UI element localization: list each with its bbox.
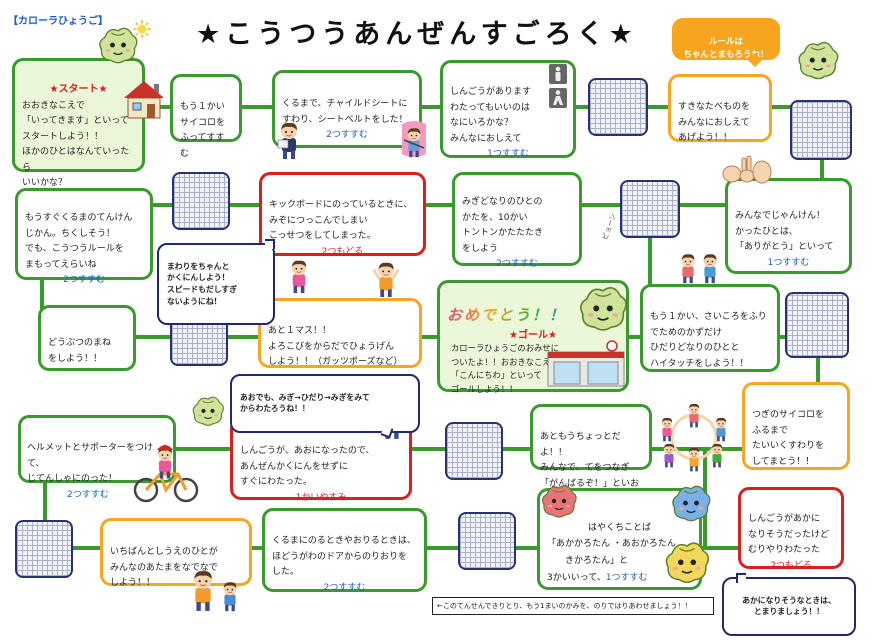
goal-text: カローラひょうごのおみせに ついたよ！！おおきなこえで、 「こんにちわ」といって…	[451, 343, 567, 394]
child-seat-icon	[402, 121, 426, 158]
mascot-icon	[576, 278, 630, 336]
square-text: つぎのサイコロを ふるまで たいいくすわりを してまとう！！	[752, 410, 825, 467]
man-reading-illustration	[277, 120, 305, 160]
square-text: くるまで、チャイルドシートに すわり、シートベルトをした！	[282, 99, 408, 125]
square-action: 2つすすむ	[323, 582, 366, 593]
square-goal: おめでとう！！★ゴール★カローラひょうごのおみせに ついたよ！！おおきなこえで、…	[437, 280, 629, 394]
square-text: キックボードにのっているときに、 みぞにつっこんでしまい こっせつをしてしまった…	[269, 200, 413, 242]
kids-high-five-illustration	[681, 253, 717, 284]
mascot-icon	[190, 392, 226, 428]
square-high-five: もう１かい、さいころをふり でためのかずだけ ひだりどなりのひとと ハイタッチを…	[640, 284, 780, 372]
square-action: 2つすすむ	[326, 130, 368, 141]
stop-red-bubble-text: あかになりそうなときは、 とまりましょう！！	[742, 595, 836, 617]
mascot-blue-icon	[668, 480, 714, 524]
stop-red-speech-bubble: あかになりそうなときは、 とまりましょう！！	[722, 573, 856, 636]
square-text: しんごうがあります わたってもいいのは なにいろかな？ みんなにおしえて	[450, 87, 532, 144]
store-icon	[547, 340, 625, 387]
square-text: もう１かい サイコロを ふってすすむ	[180, 102, 226, 159]
square-action: 1かいやすみ	[295, 492, 347, 503]
square-one-more: あと１マス！！ よろこびをからだでひょうげん しよう！！（ガッツポーズなど）	[258, 298, 422, 368]
mascot-red-icon	[538, 480, 580, 520]
square-action: 2つもどる	[770, 560, 812, 571]
speed-bubble-text: まわりをちゃんと かくにんしよう！ スピードもだしすぎ ないようにね！	[167, 261, 238, 306]
girl-illustration	[284, 258, 314, 294]
square-head-pat: いちばんとしうえのひとが みんなのあたまをなでなで しよう！！	[100, 518, 252, 589]
blank-square	[620, 180, 680, 238]
bubble-tail	[265, 239, 275, 249]
parent-child-illustration	[193, 570, 237, 612]
square-action: 2つすすむ	[496, 259, 538, 270]
pedestrian-signal-walk-icon	[549, 88, 567, 108]
blank-square	[172, 172, 230, 230]
square-action: 2つすすむ	[67, 489, 109, 500]
square-action: 1つすすむ	[487, 149, 529, 160]
mascot-icon	[96, 22, 140, 66]
blank-square	[458, 512, 516, 570]
square-text: しんごうが、あおになったので、 あんぜんかくにんをせずに すぐにわたった。	[240, 446, 375, 488]
blank-square	[445, 422, 503, 480]
goal-congrats: おめでとう！！	[447, 303, 619, 329]
sun-icon	[133, 20, 151, 38]
square-roll-again: もう１かい サイコロを ふってすすむ	[170, 74, 242, 159]
blank-square	[588, 78, 648, 136]
bubble-tail	[736, 573, 746, 583]
square-inspection: もうすぐくるまのてんけん じかん。ちくしそう！ でも、こうつうルールを まもって…	[15, 188, 153, 285]
square-car-door: くるまにのるときやおりるときは、 ほどうがわのドアからのりおりを した。 2つすす…	[262, 508, 427, 593]
boy-cheering-illustration	[372, 260, 400, 298]
kids-circle-illustration	[661, 403, 727, 472]
page-title: ★こうつうあんぜんすごろく★	[196, 19, 638, 50]
square-text: もう１かい、さいころをふり でためのかずだけ ひだりどなりのひとと ハイタッチを…	[650, 312, 767, 369]
square-sit-wait: つぎのサイコロを ふるまで たいいくすわりを してまとう！！	[742, 382, 850, 470]
mascot-icon	[792, 36, 844, 82]
square-hold-hands: あともうちょっとだよ！！ みんなで、てをつなぎ 「がんばるぞ！」といおう	[530, 404, 652, 504]
rock-paper-scissors-icon	[722, 155, 772, 184]
square-favorite-food: すきなたべものを みんなにおしえて あげよう！！	[668, 74, 772, 144]
pedestrian-signal-stop-icon	[549, 64, 567, 84]
square-shoulder-tap: みぎどなりのひとの かたを、10かい トントンかたたたき をしよう 2つすすむ	[452, 172, 582, 269]
square-text: みぎどなりのひとの かたを、10かい トントンかたたたき をしよう	[462, 197, 544, 254]
square-text: みんなでじゃんけん！ かったひとは、 「ありがとう」といって	[735, 211, 834, 253]
rule-speech-bubble: ルールは ちゃんとまもろうね！	[672, 18, 780, 68]
look-both-ways-speech-bubble: あおでも、みぎ→ひだり→みぎをみて からわたろうね！！	[230, 374, 420, 439]
square-text: あと１マス！！ よろこびをからだでひょうげん しよう！！（ガッツポーズなど）	[268, 326, 403, 368]
start-text: おおきなこえで 「いってきます」といって スタートしよう！！ ほかのひとはなんて…	[22, 100, 130, 188]
square-action: 2つすすむ	[63, 275, 105, 286]
blank-square	[790, 100, 852, 160]
square-action: 1つすすむ	[605, 572, 648, 583]
house-icon	[124, 81, 164, 119]
square-text: 「あかかろたん ・あおかろたん きかろたん」と 3かいいって、	[547, 539, 676, 583]
rule-bubble-text: ルールは ちゃんとまもろうね！	[683, 36, 769, 60]
tongue-twister-heading: はやくちことば	[587, 522, 651, 533]
goal-heading: ★ゴール★	[509, 330, 557, 342]
square-start: ★スタート★ おおきなこえで 「いってきます」といって スタートしよう！！ ほかの…	[12, 58, 145, 188]
square-text: もうすぐくるまのてんけん じかん。ちくしそう！ でも、こうつうルールを まもって…	[25, 213, 133, 270]
square-text: しんごうがあかに なりそうだったけど むりやりわたった	[748, 514, 830, 556]
square-text: くるまにのるときやおりるときは、 ほどうがわのドアからのりおりを した。	[272, 536, 416, 578]
square-action: 2つもどる	[321, 246, 364, 257]
square-janken: みんなでじゃんけん！ かったひとは、 「ありがとう」といって 1つすすむ	[725, 178, 852, 274]
square-text: すきなたべものを みんなにおしえて あげよう！！	[678, 102, 751, 144]
blank-square	[785, 292, 849, 358]
brand-label: 【カローラひょうご】	[8, 16, 108, 27]
square-red-rush: しんごうがあかに なりそうだったけど むりやりわたった 2つもどる	[738, 487, 844, 571]
bicycle-icon	[133, 445, 199, 503]
mascot-yellow-icon	[662, 536, 712, 586]
cut-instruction-note: ←このてんせんできりとり、もう1まいのかみを、のりではりあわせましょう！！	[432, 597, 714, 615]
speed-speech-bubble: まわりをちゃんと かくにんしよう！ スピードもだしすぎ ないようにね！	[157, 239, 275, 326]
start-heading: ★スタート★	[49, 84, 108, 96]
square-action: 1つすすむ	[767, 257, 810, 268]
square-text: いちばんとしうえのひとが みんなのあたまをなでなで しよう！！	[110, 547, 218, 589]
square-child-seat: くるまで、チャイルドシートに すわり、シートベルトをした！ 2つすすむ	[272, 70, 422, 148]
blank-square	[15, 520, 73, 578]
square-helmet: ヘルメットとサポーターをつけて、 じてんしゃにのった！ 2つすすむ	[18, 415, 176, 500]
square-kickboard: キックボードにのっているときに、 みぞにつっこんでしまい こっせつをしてしまった…	[259, 172, 426, 257]
square-text: どうぶつのまね をしよう！！	[48, 338, 112, 364]
square-animal: どうぶつのまね をしよう！！	[38, 305, 136, 371]
look-both-bubble-text: あおでも、みぎ→ひだり→みぎをみて からわたろうね！！	[240, 392, 370, 414]
square-text: ヘルメットとサポーターをつけて、 じてんしゃにのった！	[27, 443, 154, 485]
